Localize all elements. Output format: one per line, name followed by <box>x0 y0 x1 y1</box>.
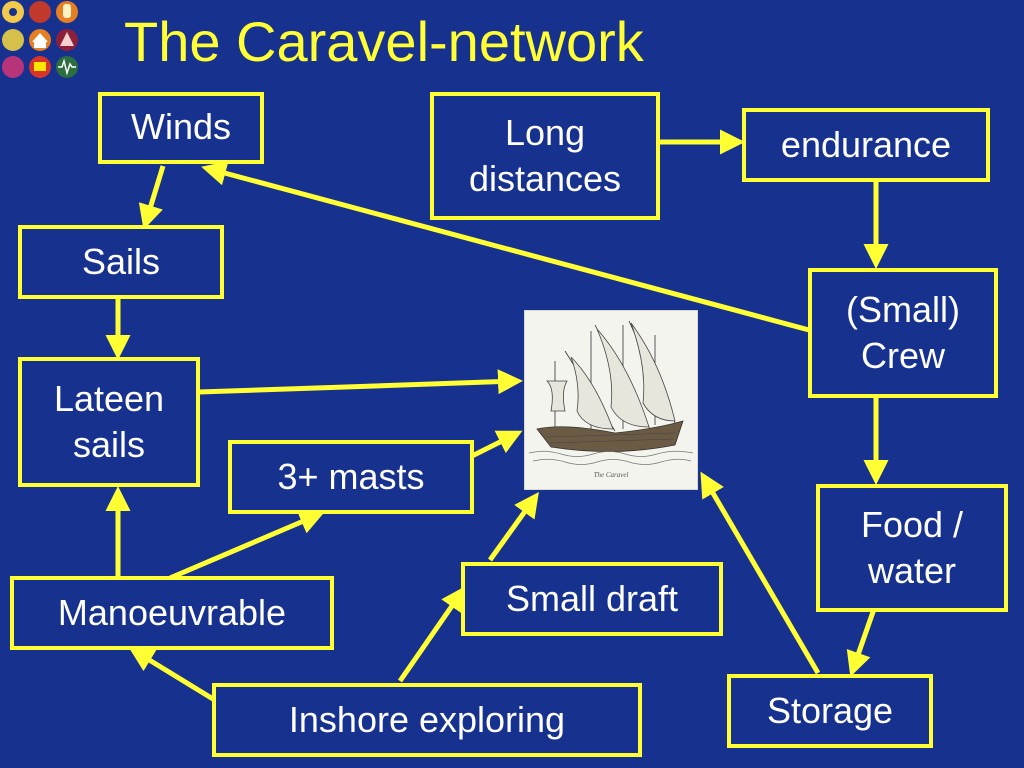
node-small-crew: (Small) Crew <box>808 268 998 398</box>
node-manoeuvrable: Manoeuvrable <box>10 576 334 650</box>
page-title: The Caravel-network <box>124 10 644 73</box>
arrow-food-water-to-storage <box>846 608 877 677</box>
arrow-lateen-sails-to-ship <box>198 369 523 395</box>
node-small-draft: Small draft <box>461 562 723 636</box>
arrow-small-draft-to-ship <box>487 491 539 562</box>
node-lateen-sails: Lateen sails <box>18 357 200 487</box>
caravel-ship-illustration <box>528 320 694 465</box>
arrow-inshore-to-small-draft <box>397 585 466 683</box>
caravel-ship-image: The Caravel <box>524 310 698 490</box>
arrow-three-masts-to-ship <box>470 430 523 459</box>
node-inshore-exploring: Inshore exploring <box>212 683 642 757</box>
arrow-manoeuvrable-to-three-masts <box>169 510 325 581</box>
node-winds: Winds <box>98 92 264 164</box>
node-three-masts: 3+ masts <box>228 440 474 514</box>
ship-caption: The Caravel <box>593 471 629 479</box>
arrow-inshore-to-manoeuvrable <box>128 647 215 702</box>
node-food-water: Food / water <box>816 484 1008 612</box>
node-sails: Sails <box>18 225 224 299</box>
logo-mosaic <box>0 0 80 80</box>
node-endurance: endurance <box>742 108 990 182</box>
arrow-winds-to-sails <box>138 165 166 230</box>
arrow-small-crew-to-winds <box>201 161 810 333</box>
node-storage: Storage <box>727 674 933 748</box>
arrow-storage-to-ship <box>700 471 821 675</box>
node-long-distances: Long distances <box>430 92 660 220</box>
